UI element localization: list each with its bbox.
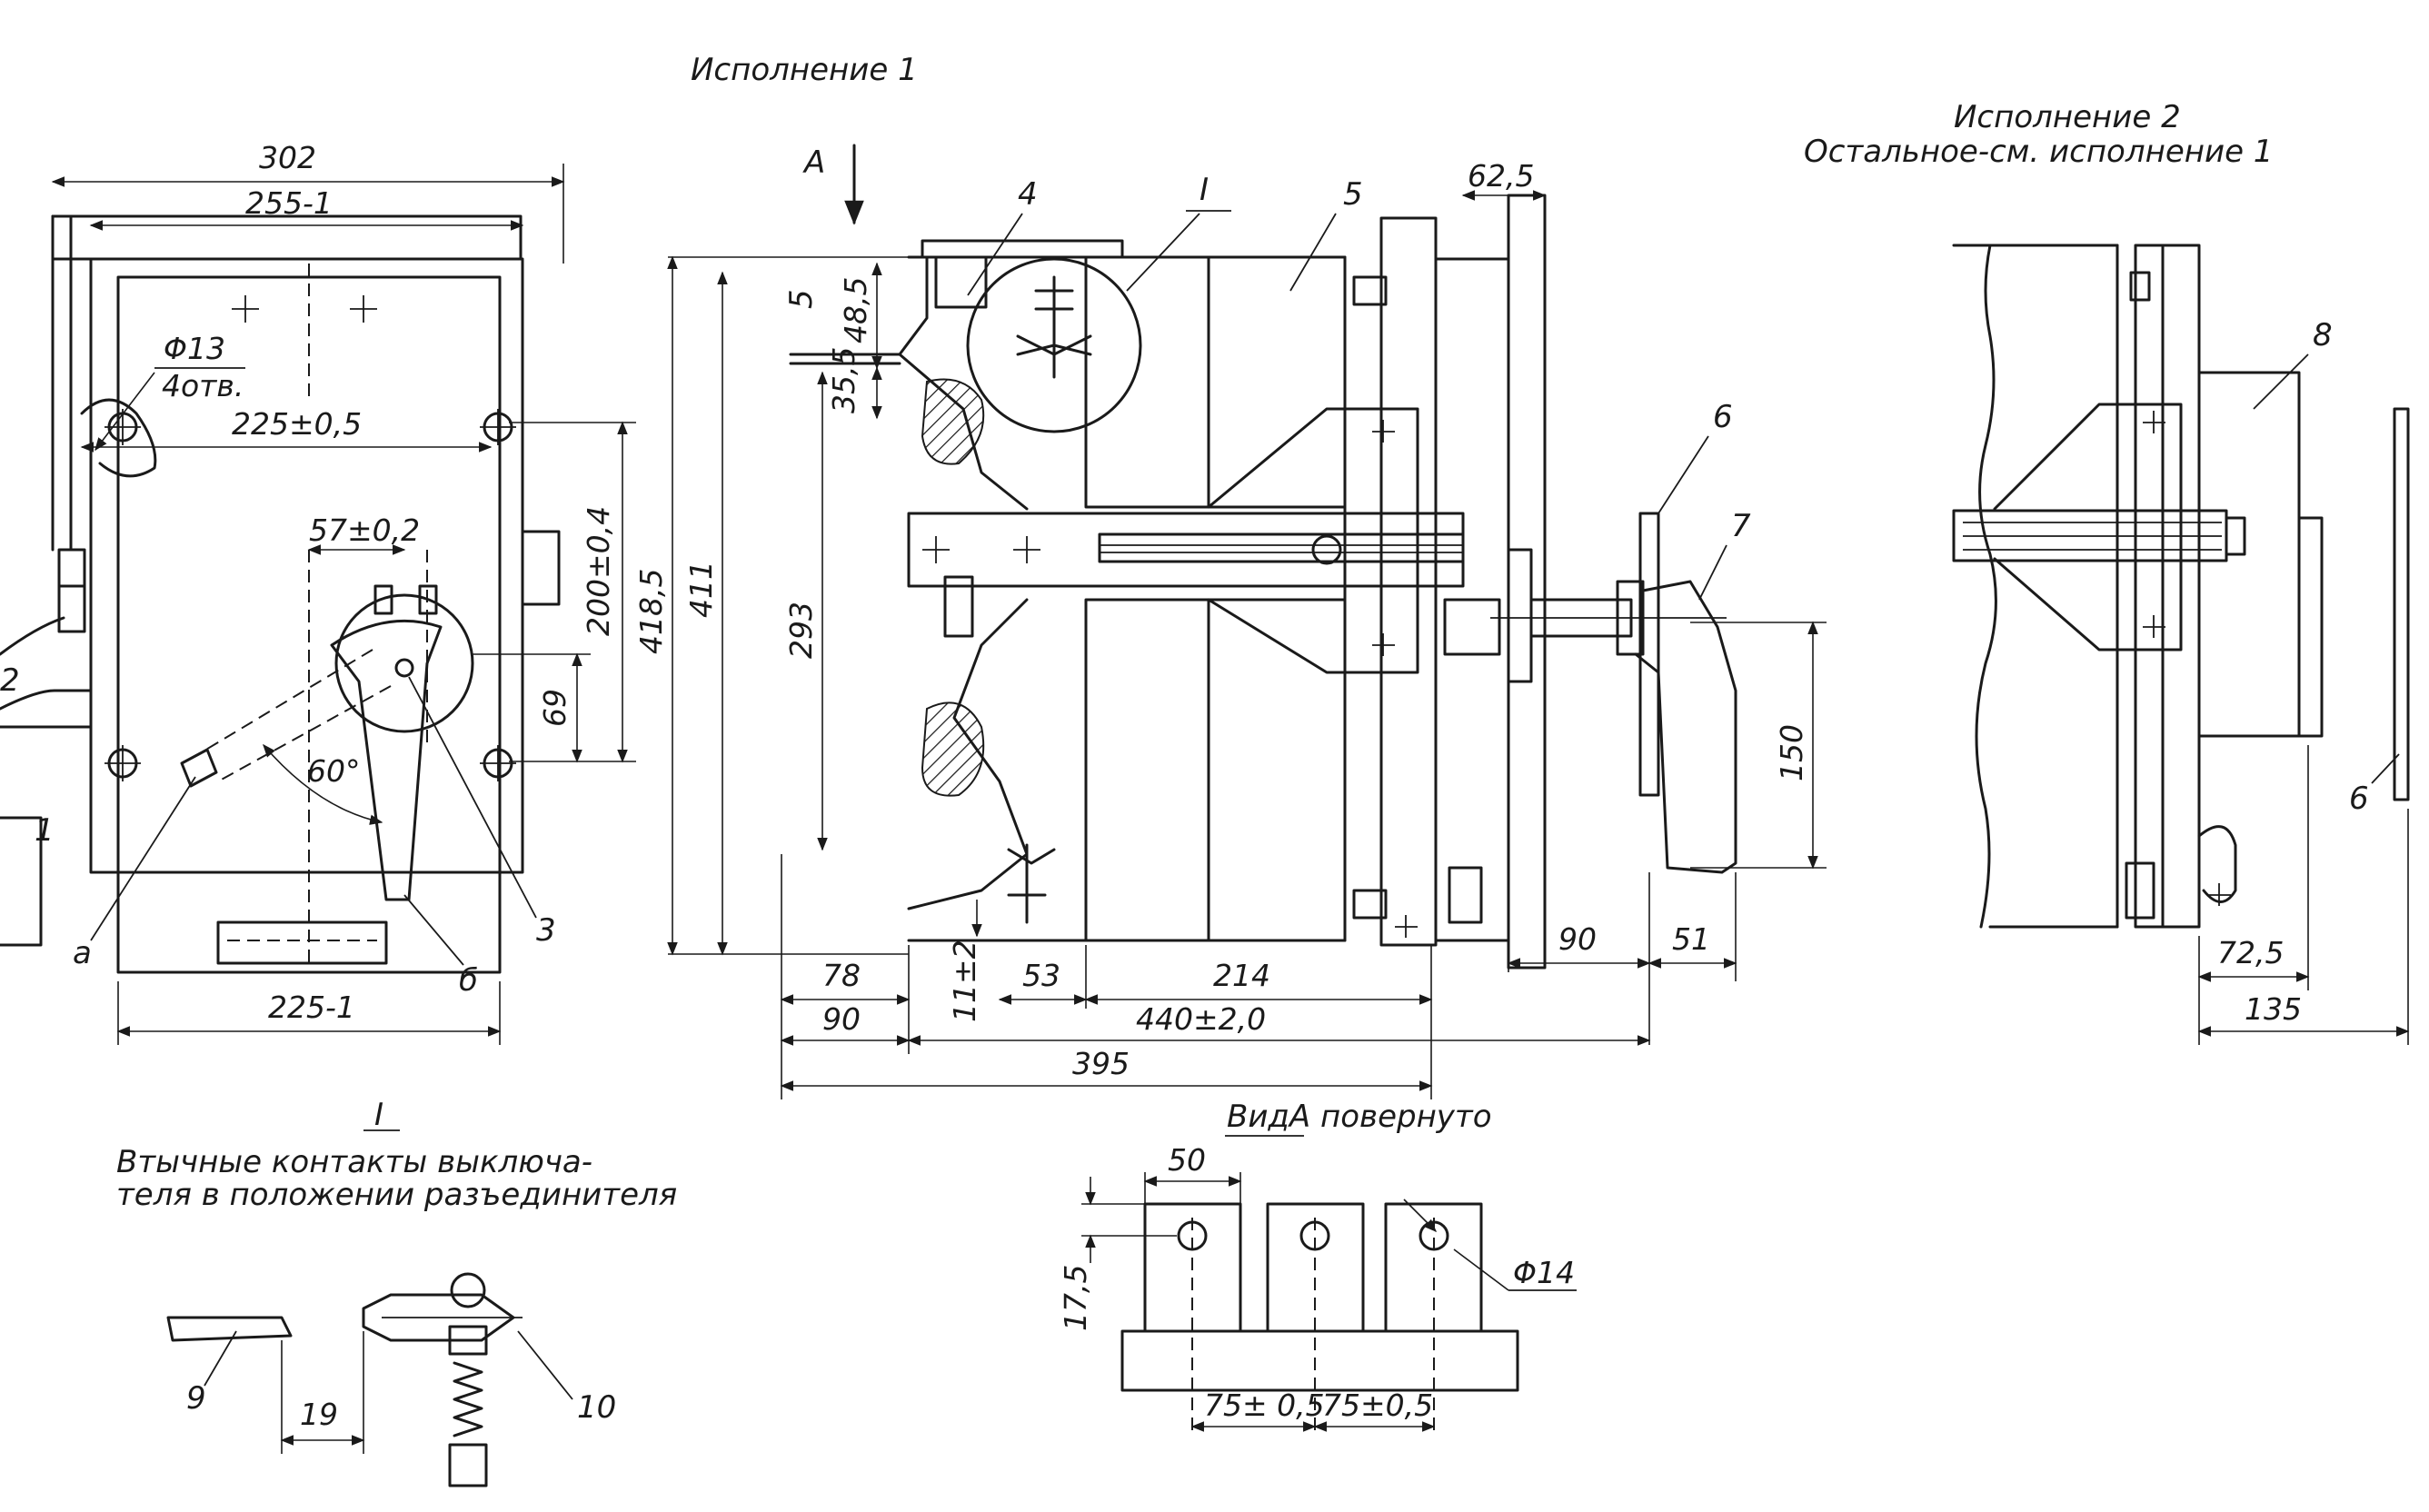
dim-90a: 90 xyxy=(822,1001,861,1037)
part-3: 3 xyxy=(536,912,556,949)
dim-255: 255-1 xyxy=(245,185,333,221)
dim-225-holes: 225±0,5 xyxy=(232,406,362,442)
dim-135: 135 xyxy=(2245,991,2302,1027)
dim-19: 19 xyxy=(300,1397,338,1432)
dim-78: 78 xyxy=(822,958,861,993)
dim-11: 11±2 xyxy=(947,940,982,1022)
dim-200: 200±0,4 xyxy=(581,506,616,636)
dim-75b: 75±0,5 xyxy=(1322,1388,1433,1423)
dim-150: 150 xyxy=(1774,724,1809,781)
side-part-5a: 5 xyxy=(783,289,820,309)
dim-57: 57±0,2 xyxy=(309,512,420,548)
front-view xyxy=(0,214,561,974)
dim-69: 69 xyxy=(537,689,572,727)
dim-35: 35,5 xyxy=(826,347,861,413)
dim-17: 17,5 xyxy=(1058,1265,1093,1331)
part-b: б xyxy=(459,962,478,999)
dim-395: 395 xyxy=(1072,1046,1130,1081)
detail-caption-line2: теля в положении разъединителя xyxy=(116,1177,677,1213)
variant2-note: Остальное-см. исполнение 1 xyxy=(1804,134,2273,170)
detail-part-9: 9 xyxy=(186,1380,206,1417)
variant2-view: 72,5 135 8 6 xyxy=(1952,244,2410,1045)
dim-72: 72,5 xyxy=(2217,935,2284,970)
detail-view: 19 9 10 xyxy=(166,1272,616,1487)
dim-phi14: Φ14 xyxy=(1513,1255,1575,1290)
dim-hole-count: 4отв. xyxy=(162,368,244,403)
dim-418: 418,5 xyxy=(633,569,669,654)
dim-302: 302 xyxy=(259,140,316,175)
dim-62: 62,5 xyxy=(1468,158,1534,194)
dim-hole-dia: Φ13 xyxy=(164,331,225,366)
dim-48: 48,5 xyxy=(838,277,873,343)
dim-53: 53 xyxy=(1022,958,1060,993)
dim-214: 214 xyxy=(1213,958,1270,993)
dim-75a: 75± 0,5 xyxy=(1204,1388,1325,1423)
dim-411: 411 xyxy=(683,561,719,618)
detail-part-10: 10 xyxy=(577,1389,616,1426)
view-arrow-a: А xyxy=(802,144,825,181)
dim-51: 51 xyxy=(1672,921,1710,957)
part-1: 1 xyxy=(35,812,55,849)
dim-440: 440±2,0 xyxy=(1136,1001,1266,1037)
side-part-6: 6 xyxy=(1713,399,1733,435)
side-dims: 418,5 411 293 48,5 35,5 5 62,5 150 78 53… xyxy=(633,144,1827,1099)
v2-part-6: 6 xyxy=(2349,781,2369,817)
dim-293: 293 xyxy=(783,602,819,659)
dim-angle: 60° xyxy=(307,753,361,789)
view-a-title: ВидА повернуто xyxy=(1227,1099,1492,1135)
part-a: а xyxy=(73,935,92,971)
side-view xyxy=(789,194,1737,970)
detail-caption-line1: Втычные контакты выключа- xyxy=(116,1144,592,1180)
part-2: 2 xyxy=(0,662,20,699)
view-a: 50 17,5 75± 0,5 75±0,5 Φ14 xyxy=(1058,1142,1577,1436)
variant1-title: Исполнение 1 xyxy=(691,52,918,88)
variant2-title: Исполнение 2 xyxy=(1954,99,2181,135)
front-dims: 302 255-1 225±0,5 Φ13 4отв. 57±0,2 200±0… xyxy=(0,140,636,1045)
dim-225-bottom: 225-1 xyxy=(268,990,355,1025)
side-part-7: 7 xyxy=(1731,508,1751,544)
side-part-4: 4 xyxy=(1018,176,1038,213)
side-part-detail: I xyxy=(1200,172,1209,208)
dim-90b: 90 xyxy=(1558,921,1597,957)
detail-mark: I xyxy=(374,1097,383,1133)
v2-part-8: 8 xyxy=(2313,317,2333,353)
side-part-5b: 5 xyxy=(1343,176,1363,213)
dim-50: 50 xyxy=(1168,1142,1206,1178)
